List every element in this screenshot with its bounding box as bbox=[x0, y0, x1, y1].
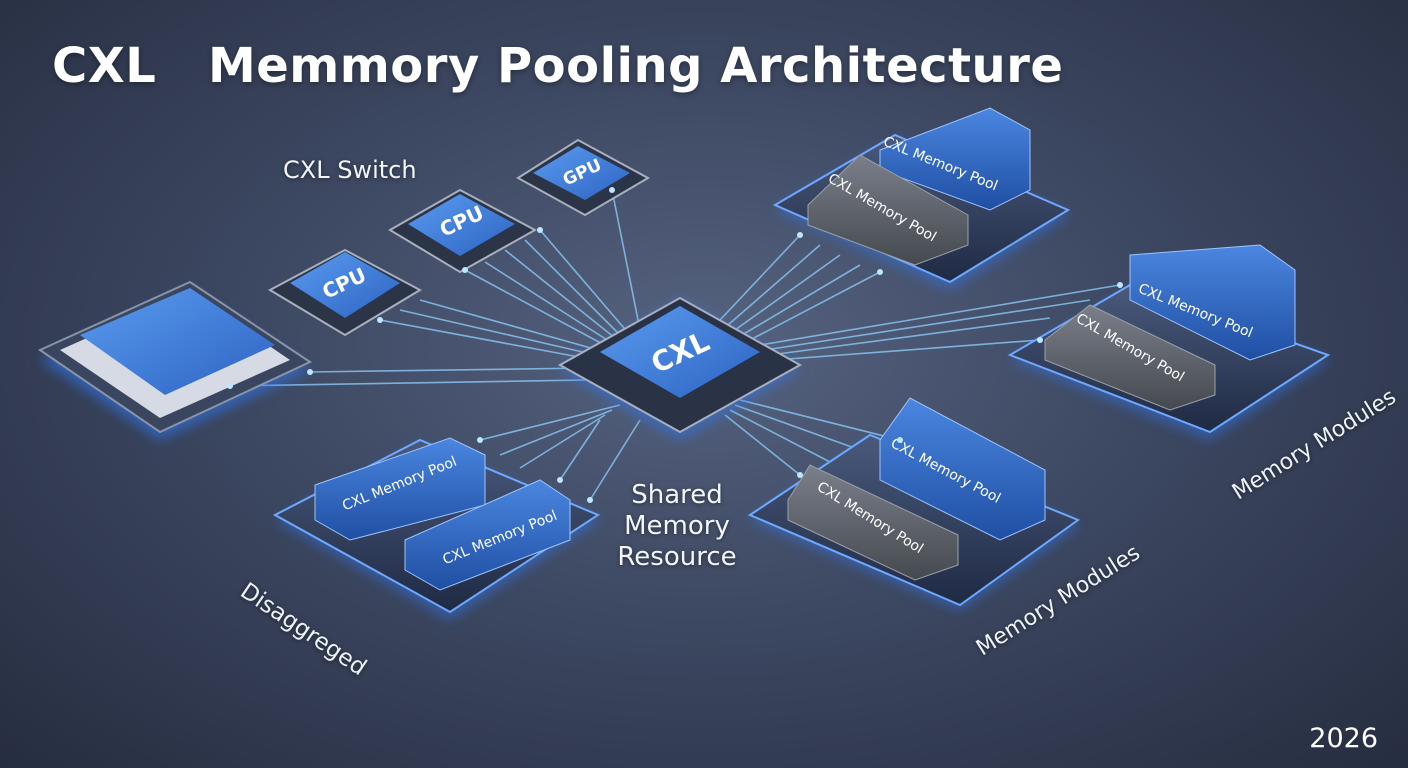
year-label: 2026 bbox=[1309, 723, 1378, 754]
cxl-switch-caption: CXL Switch bbox=[283, 156, 417, 184]
cpu-left-chip: CPU bbox=[267, 248, 423, 337]
cxl-switch-chip: CXL bbox=[557, 296, 803, 440]
memory-board-top-right: CXL Memory Pool CXL Memory Pool bbox=[772, 107, 1071, 290]
memory-board-bottom-left: CXL Memory Pool CXL Memory Pool bbox=[272, 437, 601, 620]
page-title: CXL Memmory Pooling Architecture bbox=[52, 38, 1064, 94]
shared-memory-resource-caption: Shared Memory Resource bbox=[617, 480, 737, 572]
gpu-chip: GPU bbox=[516, 138, 651, 217]
host-server-board bbox=[37, 280, 313, 440]
connector-dots bbox=[227, 187, 1123, 503]
memory-board-bottom-center: CXL Memory Pool CXL Memory Pool bbox=[747, 397, 1081, 610]
memory-board-right: CXL Memory Pool CXL Memory Pool bbox=[1007, 244, 1331, 440]
connection-lines bbox=[229, 189, 1121, 501]
cpu-top-chip: CPU bbox=[388, 188, 538, 274]
